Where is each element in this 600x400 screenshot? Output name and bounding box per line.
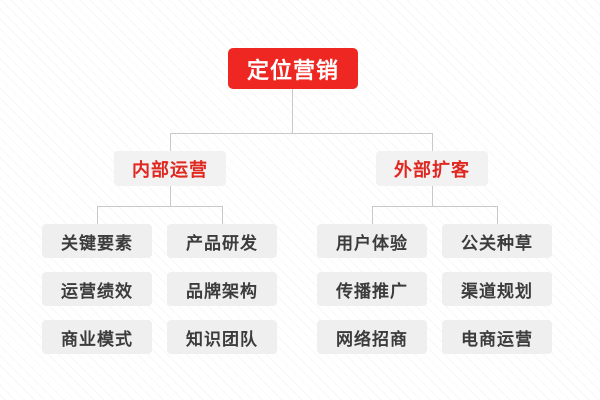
branch-node-internal-operations[interactable]: 内部运营 xyxy=(114,151,226,186)
connector-branch-left-bus xyxy=(97,206,223,207)
connector-root-bus xyxy=(170,133,433,134)
leaf-node-business-model[interactable]: 商业模式 xyxy=(42,320,152,354)
leaf-node-communication-promotion[interactable]: 传播推广 xyxy=(317,272,427,306)
connector-branch-right-to-col4 xyxy=(497,206,498,224)
leaf-node-ecommerce-operations[interactable]: 电商运营 xyxy=(442,320,552,354)
leaf-node-pr-seeding[interactable]: 公关种草 xyxy=(442,224,552,258)
connector-root-to-branch-right xyxy=(432,133,433,151)
branch-node-external-acquisition[interactable]: 外部扩客 xyxy=(376,151,488,186)
connector-branch-left-to-col1 xyxy=(97,206,98,224)
leaf-node-knowledge-team[interactable]: 知识团队 xyxy=(167,320,277,354)
leaf-node-key-elements[interactable]: 关键要素 xyxy=(42,224,152,258)
connector-branch-left-stem xyxy=(170,186,171,206)
leaf-node-channel-planning[interactable]: 渠道规划 xyxy=(442,272,552,306)
connector-root-stem xyxy=(292,89,293,133)
leaf-node-operational-performance[interactable]: 运营绩效 xyxy=(42,272,152,306)
connector-branch-right-stem xyxy=(432,186,433,206)
root-node-dingweiyingxiao[interactable]: 定位营销 xyxy=(228,48,358,89)
connector-branch-right-bus xyxy=(372,206,498,207)
connector-root-to-branch-left xyxy=(170,133,171,151)
leaf-node-product-rnd[interactable]: 产品研发 xyxy=(167,224,277,258)
connector-branch-right-to-col3 xyxy=(372,206,373,224)
leaf-node-user-experience[interactable]: 用户体验 xyxy=(317,224,427,258)
leaf-node-online-investment[interactable]: 网络招商 xyxy=(317,320,427,354)
leaf-node-brand-architecture[interactable]: 品牌架构 xyxy=(167,272,277,306)
connector-branch-left-to-col2 xyxy=(222,206,223,224)
